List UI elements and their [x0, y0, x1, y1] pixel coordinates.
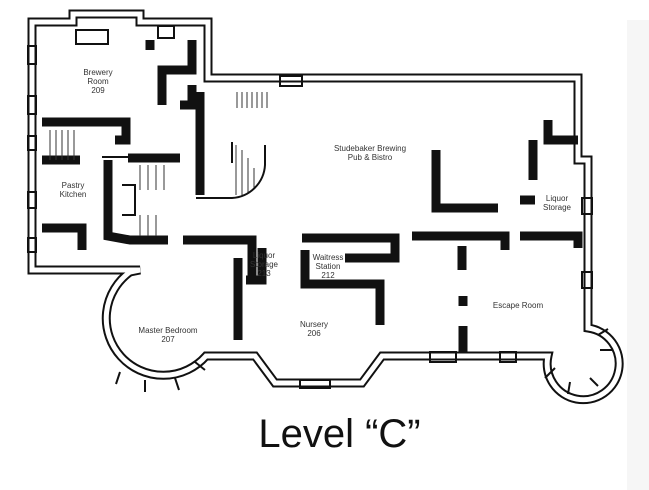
svg-text:Storage: Storage [250, 260, 279, 269]
svg-text:Liquor: Liquor [253, 251, 276, 260]
svg-text:209: 209 [91, 86, 105, 95]
svg-text:Room: Room [87, 77, 109, 86]
svg-text:Escape Room: Escape Room [493, 301, 544, 310]
room-pub-bistro: Studebaker Brewing Pub & Bistro [334, 144, 406, 162]
svg-text:Brewery: Brewery [83, 68, 112, 77]
svg-text:212: 212 [321, 271, 335, 280]
room-pastry-kitchen: Pastry Kitchen [60, 181, 87, 199]
level-title: Level “C” [258, 412, 421, 456]
room-master-bedroom: Master Bedroom 207 [138, 326, 197, 344]
room-escape-room: Escape Room [493, 301, 544, 310]
svg-text:213: 213 [257, 269, 271, 278]
svg-text:206: 206 [307, 329, 321, 338]
room-nursery: Nursery 206 [300, 320, 328, 338]
windows [27, 25, 612, 395]
svg-text:Nursery: Nursery [300, 320, 328, 329]
outer-walls [27, 9, 624, 405]
svg-text:Waitress: Waitress [313, 253, 344, 262]
svg-text:207: 207 [161, 335, 175, 344]
room-brewery: Brewery Room 209 [83, 68, 112, 95]
svg-text:Liquor: Liquor [546, 194, 569, 203]
svg-text:Storage: Storage [543, 203, 572, 212]
svg-text:Pastry: Pastry [62, 181, 85, 190]
page-edge [627, 20, 649, 490]
room-liquor-storage: Liquor Storage [543, 194, 572, 212]
svg-text:Studebaker Brewing: Studebaker Brewing [334, 144, 406, 153]
svg-text:Kitchen: Kitchen [60, 190, 87, 199]
svg-text:Station: Station [316, 262, 341, 271]
svg-text:Pub & Bistro: Pub & Bistro [348, 153, 393, 162]
staircases [49, 92, 268, 236]
room-liquor-storage-213: Liquor Storage 213 [250, 251, 279, 278]
svg-text:Master Bedroom: Master Bedroom [138, 326, 197, 335]
room-waitress-station: Waitress Station 212 [313, 253, 344, 280]
